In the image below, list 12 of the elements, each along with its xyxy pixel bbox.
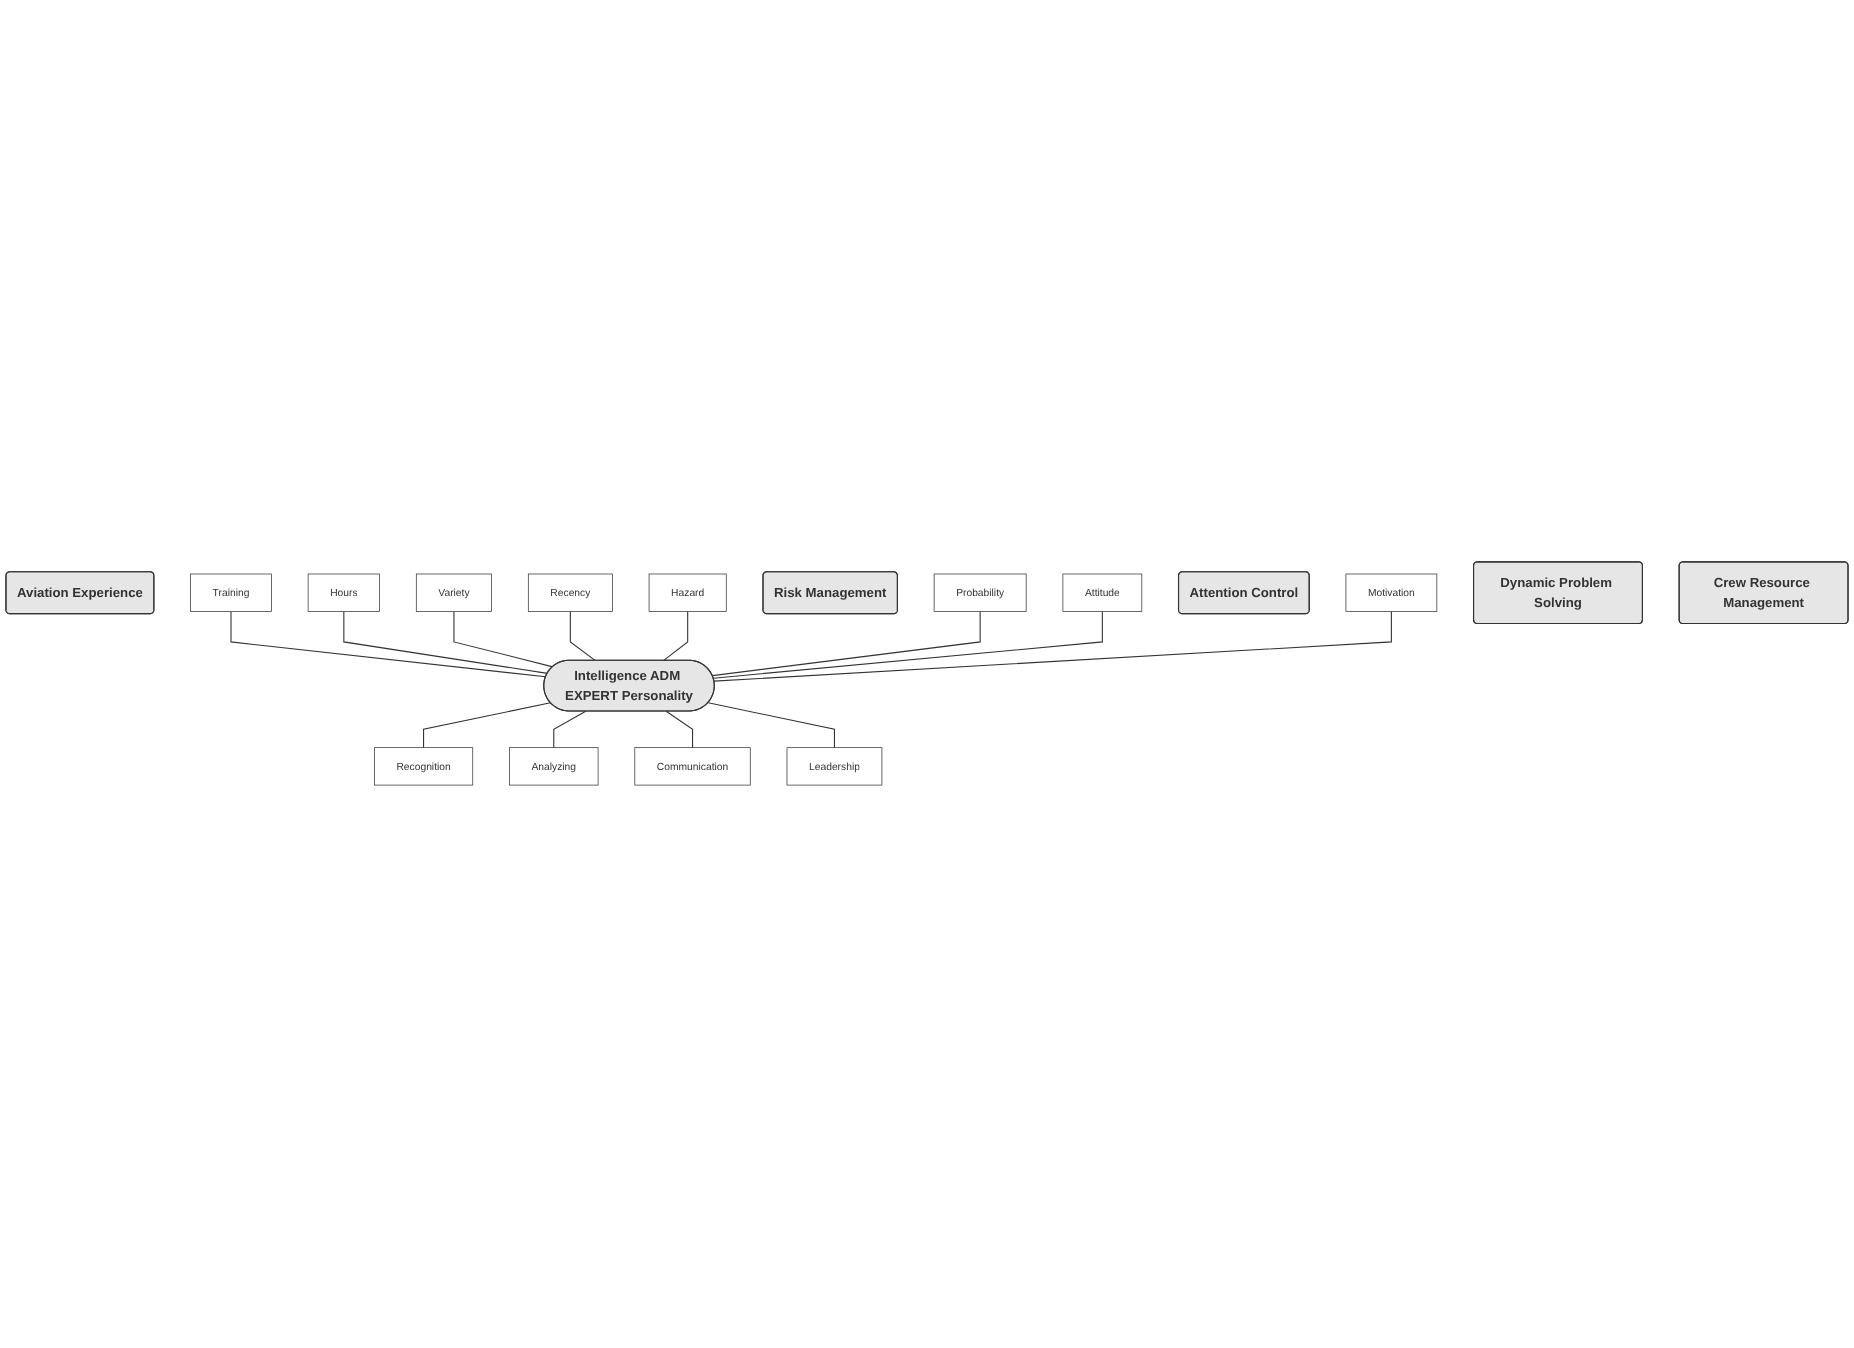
connector	[712, 611, 1103, 680]
connector	[662, 611, 689, 662]
connector	[230, 611, 547, 678]
connector	[665, 711, 694, 749]
connector	[707, 702, 835, 749]
connector	[553, 711, 587, 749]
connector	[713, 611, 1392, 683]
connector	[453, 611, 554, 668]
connector	[343, 611, 548, 675]
connector	[569, 611, 596, 662]
connector	[423, 702, 552, 749]
connector	[711, 611, 981, 677]
